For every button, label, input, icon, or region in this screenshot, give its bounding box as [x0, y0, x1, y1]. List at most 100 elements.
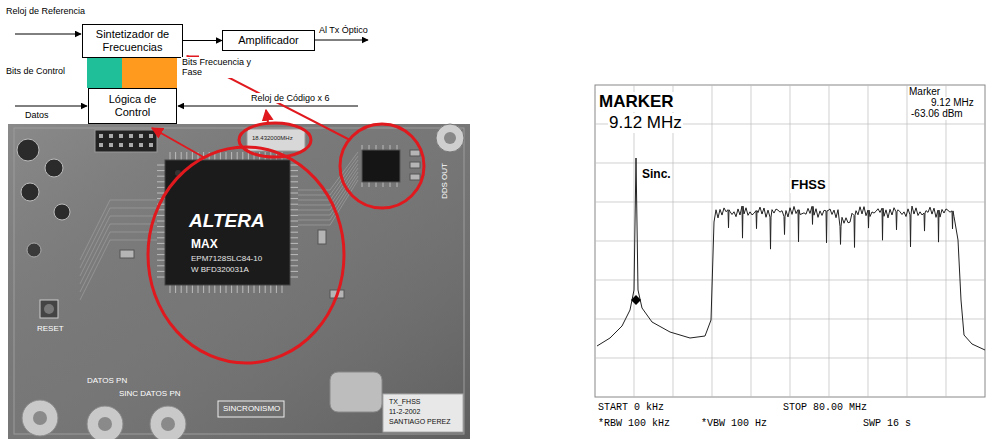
chip-pin — [157, 265, 165, 266]
chip-pin — [376, 182, 377, 187]
pcb-trace — [80, 216, 157, 276]
signal-wire — [15, 34, 368, 106]
capacitor — [27, 243, 41, 257]
chip-pin — [192, 152, 193, 160]
chip-pin — [290, 204, 298, 205]
chip-pin — [397, 145, 398, 150]
smd-component — [410, 162, 420, 168]
bnc-connector — [87, 406, 123, 439]
chip-pin — [290, 215, 298, 216]
chip-pin — [242, 285, 243, 293]
silkscreen-label: SINCRONISMO — [222, 404, 281, 413]
chip-pin — [362, 145, 363, 150]
chip-pin — [175, 285, 176, 293]
chip-pin — [209, 285, 210, 293]
sticker-text: TX_FHSS — [388, 398, 422, 406]
chip-pin — [157, 243, 165, 244]
chip-pin — [290, 232, 298, 233]
capacitor — [17, 139, 70, 257]
pcb-board — [14, 128, 464, 434]
marker-readout: -63.06 dBm — [910, 108, 964, 120]
chip-pin — [157, 215, 165, 216]
chip-pin — [157, 145, 397, 293]
chip-pin — [369, 145, 370, 150]
analyzer-setting: SWP 16 s — [862, 418, 912, 430]
chip-pin — [157, 170, 165, 171]
chip-pin — [181, 152, 182, 160]
signal-wire — [15, 34, 81, 35]
chip-pin — [397, 182, 398, 187]
chip-pin — [157, 187, 165, 188]
box-label: Sintetizador de Frecuencias — [87, 28, 178, 53]
chip-pin — [290, 165, 298, 166]
silkscreen-label: RESET — [36, 324, 65, 333]
analyzer-setting: *VBW 100 Hz — [700, 418, 768, 430]
pcb-trace — [80, 240, 157, 300]
header-pin — [139, 134, 143, 138]
screen-grid — [595, 163, 985, 164]
chip-pin — [390, 145, 391, 150]
chip-pin — [237, 152, 238, 160]
header-pin — [119, 143, 123, 147]
chip-pin — [157, 237, 165, 238]
pcb-trace — [298, 156, 358, 195]
signal-wire — [178, 106, 358, 107]
chip-pin — [175, 152, 176, 160]
reset-button — [44, 304, 54, 314]
pcb-board — [8, 124, 470, 439]
highlight-ellipse — [148, 147, 344, 363]
spectrum-screen — [595, 85, 985, 397]
screen-grid — [595, 319, 985, 320]
chip-pin — [290, 254, 298, 255]
crystal-marking: 18.432000MHz — [251, 135, 294, 142]
header-pin — [149, 143, 153, 147]
header-pin — [99, 134, 153, 147]
chip-pin — [157, 232, 165, 233]
chip-pin — [282, 285, 283, 293]
chip-pin — [186, 285, 187, 293]
sticker-text: SANTIAGO PEREZ — [388, 418, 451, 426]
chip-marking: ALTERA — [188, 210, 266, 232]
chip-pin — [290, 193, 298, 194]
chip-pin — [157, 181, 165, 182]
board-sticker — [383, 394, 463, 432]
chip-pin — [231, 152, 232, 160]
marker-diamond — [631, 295, 641, 305]
control-bits-field — [87, 57, 122, 88]
connector-label: DDS OUT — [440, 162, 449, 200]
signal-wire — [15, 106, 87, 107]
header-pin — [119, 134, 123, 138]
capacitor — [17, 139, 39, 161]
bnc-connector — [436, 124, 464, 152]
header-pin — [109, 134, 113, 138]
signal-connector — [183, 40, 222, 41]
trace-label: Sinc. — [641, 168, 672, 182]
marker-readout: 9.12 MHz — [930, 97, 975, 109]
pointer-arrow — [152, 128, 205, 158]
smd-component — [318, 230, 326, 244]
chip-marking: MAX — [190, 238, 219, 252]
screen-grid — [595, 85, 985, 397]
chip-marking: W BFD320031A — [190, 265, 250, 274]
bit-bus — [87, 57, 177, 88]
bnc-connector — [22, 400, 58, 436]
silkscreen-frame — [218, 401, 284, 417]
chip-pin — [290, 260, 298, 261]
frequency-bits-field — [122, 57, 177, 88]
chip-pin — [157, 226, 165, 227]
capacitor — [54, 204, 70, 220]
screen-grid — [595, 358, 985, 359]
smd-component — [120, 250, 134, 258]
smd-component — [410, 150, 420, 156]
bnc-connector — [33, 411, 47, 425]
header-pin — [129, 143, 133, 147]
marker-heading: MARKER — [598, 92, 675, 112]
signal-label: Reloj de Código x 6 — [250, 93, 331, 103]
chip-pin — [157, 249, 165, 250]
chip-marking: EPM7128SLC84-10 — [190, 254, 263, 263]
chip-pin — [214, 285, 215, 293]
screen-grid — [595, 241, 985, 242]
chip-pin — [181, 285, 182, 293]
trace-label: FHSS — [790, 178, 827, 193]
